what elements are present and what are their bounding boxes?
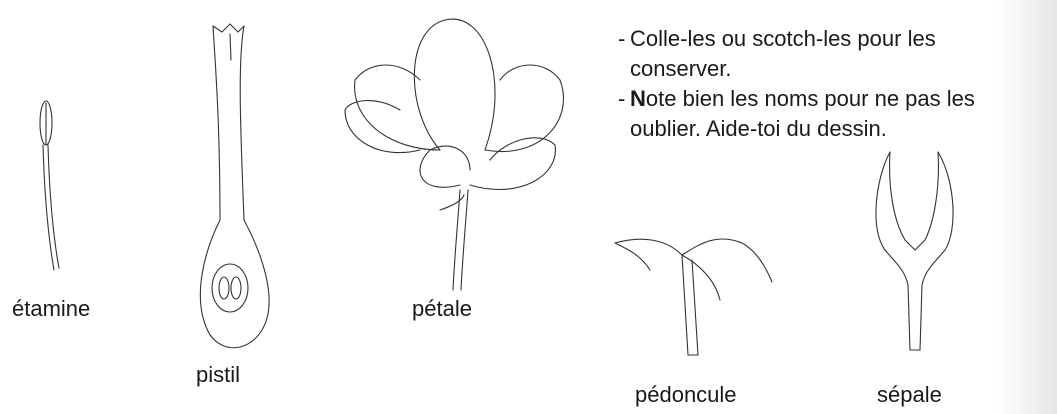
label-pedoncule: pédoncule: [635, 382, 737, 408]
instruction-1-line-1: -Colle-les ou scotch-les pour les: [618, 24, 1048, 54]
instruction-2-line-1: -Note bien les noms pour ne pas les: [618, 84, 1048, 114]
label-pistil: pistil: [196, 362, 240, 388]
label-sepale: sépale: [877, 382, 942, 408]
instructions: -Colle-les ou scotch-les pour les conser…: [618, 24, 1048, 144]
label-etamine: étamine: [12, 296, 90, 322]
pedoncule-drawing: [615, 239, 772, 355]
pistil-drawing: [200, 24, 269, 348]
instruction-1-line-2: conserver.: [618, 54, 1048, 84]
sepale-drawing: [876, 152, 953, 350]
instruction-2-line-2: oublier. Aide-toi du dessin.: [618, 114, 1048, 144]
petale-drawing: [345, 19, 563, 290]
label-petale: pétale: [412, 296, 472, 322]
etamine-drawing: [40, 101, 59, 270]
